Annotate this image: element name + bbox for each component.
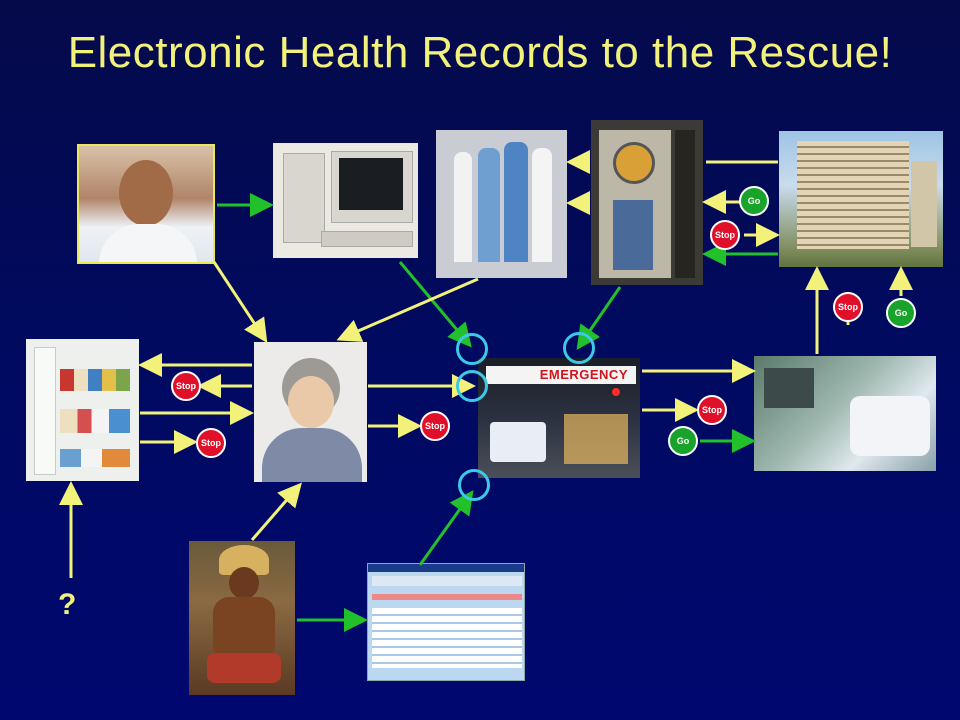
go-badge: Go [739,186,769,216]
go-badge: Go [668,426,698,456]
stop-badge: Stop [833,292,863,322]
patient-photo [254,342,367,482]
ehr-software-screenshot [367,563,525,681]
arrow-ehr-to-er [418,490,474,566]
tribal-man-photo [189,541,295,695]
medical-staff-photo [436,130,567,278]
stop-badge: Stop [710,220,740,250]
medicine-cabinet-photo [26,339,139,481]
slide-title: Electronic Health Records to the Rescue! [67,28,893,77]
stop-badge: Stop [196,428,226,458]
question-mark: ? [58,588,77,621]
highlight-circle [456,370,488,402]
highlight-circle [458,469,490,501]
tape-drive-photo [591,120,703,285]
emergency-sign: EMERGENCY [486,366,636,384]
icu-patient-photo [754,356,936,471]
doctor-photo [77,144,215,264]
arrow-doctor-to-patient [212,261,268,344]
stop-badge: Stop [171,371,201,401]
arrow-tribal-to-patient [250,482,302,541]
go-badge: Go [886,298,916,328]
arrow-staff-to-patient [336,277,479,342]
stop-badge: Stop [420,411,450,441]
emergency-entrance-photo: EMERGENCY [478,358,640,478]
highlight-circle [563,332,595,364]
computer-photo [273,143,418,258]
arrow-computer-to-er [398,261,472,348]
highlight-circle [456,333,488,365]
stop-badge: Stop [697,395,727,425]
hospital-building-photo [779,131,943,267]
